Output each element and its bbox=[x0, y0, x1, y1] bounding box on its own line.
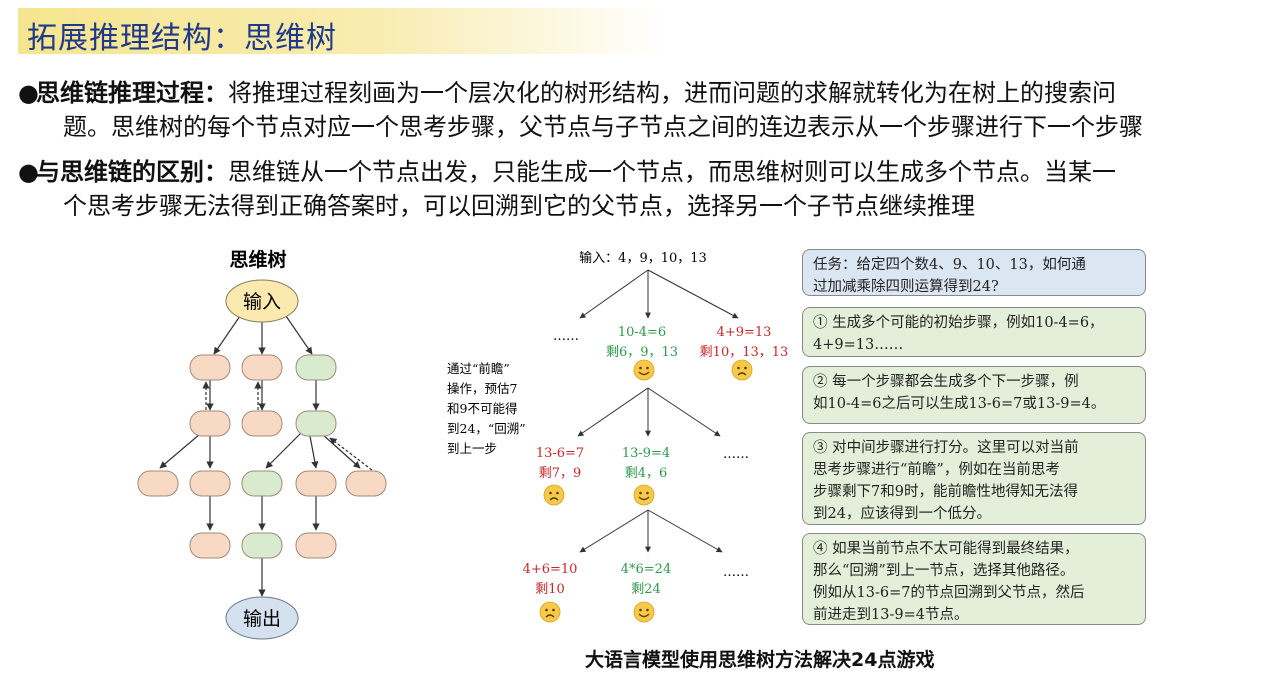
input-node-label: 输入 bbox=[243, 291, 281, 313]
bullet-dot-icon: ● bbox=[18, 79, 39, 107]
output-node bbox=[225, 596, 299, 640]
bullet-label: 与思维链的区别： bbox=[36, 158, 228, 186]
svg-text:到24，“回溯”: 到24，“回溯” bbox=[447, 421, 526, 436]
tree-node bbox=[295, 470, 337, 497]
sad-face-icon bbox=[543, 484, 565, 506]
tree-node bbox=[241, 532, 283, 559]
output-node-label: 输出 bbox=[243, 608, 281, 630]
tree-node bbox=[189, 532, 231, 559]
tree-node bbox=[295, 532, 337, 559]
step-panel-1: ① 生成多个可能的初始步骤，例如10-4=6， 4+9=13…… bbox=[802, 307, 1146, 357]
game-node-remain: 剩24 bbox=[631, 582, 661, 597]
tree-title: 思维树 bbox=[229, 248, 286, 271]
game-node-ellipsis: …… bbox=[723, 447, 749, 462]
game-node-ellipsis: …… bbox=[723, 565, 749, 580]
game-node-remain: 剩4，6 bbox=[625, 466, 668, 481]
tree-node bbox=[189, 410, 231, 437]
smile-face-icon bbox=[633, 359, 655, 381]
tree-node bbox=[189, 470, 231, 497]
tree-node bbox=[241, 354, 283, 381]
sad-face-icon bbox=[539, 601, 561, 623]
game-node-expr: 4*6=24 bbox=[621, 562, 671, 577]
bullet-text: 将推理过程刻画为一个层次化的树形结构，进而问题的求解就转化为在树上的搜索问 bbox=[228, 79, 1116, 107]
game-node-remain: 剩10 bbox=[535, 582, 565, 597]
step-panel-3: ③ 对中间步骤进行打分。这里可以对当前 思考步骤进行“前瞻”，例如在当前思考 步… bbox=[802, 432, 1146, 525]
tree-node bbox=[241, 470, 283, 497]
game24-search-tree: 输入：4，9，10，13 …… 10-4=6 剩6，9，13 4+9=13 剩1… bbox=[447, 250, 789, 623]
game-node-expr: 13-9=4 bbox=[622, 446, 670, 461]
page-title: 拓展推理结构：思维树 bbox=[27, 21, 337, 56]
tree-node bbox=[345, 470, 387, 497]
game-node-remain: 剩6，9，13 bbox=[606, 345, 678, 360]
smile-face-icon bbox=[633, 484, 655, 506]
svg-text:和9不可能得: 和9不可能得 bbox=[447, 401, 517, 416]
backtrack-edges bbox=[202, 381, 373, 471]
tree-node bbox=[137, 470, 179, 497]
sad-face-icon bbox=[731, 359, 753, 381]
smile-face-icon bbox=[633, 601, 655, 623]
svg-text:到上一步: 到上一步 bbox=[447, 441, 497, 456]
game-root-input: 输入：4，9，10，13 bbox=[579, 250, 707, 266]
game-tree-edges bbox=[577, 269, 739, 553]
bullet-label: 思维链推理过程： bbox=[36, 79, 228, 107]
tree-nodes bbox=[137, 354, 387, 559]
game-node-expr: 4+6=10 bbox=[523, 562, 578, 577]
game-node-ellipsis: …… bbox=[553, 329, 579, 344]
svg-text:操作，预估7: 操作，预估7 bbox=[447, 381, 518, 396]
game-node-remain: 剩10，13，13 bbox=[700, 345, 789, 360]
tree-edges bbox=[159, 315, 361, 597]
game-node-remain: 剩7，9 bbox=[539, 466, 582, 481]
tree-node bbox=[241, 410, 283, 437]
step-panel-2: ② 每一个步骤都会生成多个下一步骤，例 如10-4=6之后可以生成13-6=7或… bbox=[802, 366, 1146, 424]
svg-text:通过“前瞻”: 通过“前瞻” bbox=[447, 361, 510, 376]
title-highlight bbox=[18, 8, 668, 54]
bullet-dot-icon: ● bbox=[18, 158, 39, 186]
tree-node bbox=[295, 410, 337, 437]
tree-of-thought-diagram: 思维树 输入 输出 bbox=[137, 248, 387, 640]
game-node-expr: 13-6=7 bbox=[536, 446, 584, 461]
bullet-text-continued: 个思考步骤无法得到正确答案时，可以回溯到它的父节点，选择另一个子节点继续推理 bbox=[63, 192, 975, 220]
game-node-expr: 4+9=13 bbox=[717, 325, 772, 340]
input-node bbox=[225, 279, 299, 323]
tree-node bbox=[295, 354, 337, 381]
figure-caption: 大语言模型使用思维树方法解决24点游戏 bbox=[585, 649, 935, 671]
step-panel-4: ④ 如果当前节点不太可能得到最终结果， 那么“回溯”到上一节点，选择其他路径。 … bbox=[802, 533, 1146, 625]
bullet-text: 思维链从一个节点出发，只能生成一个节点，而思维树则可以生成多个节点。当某一 bbox=[228, 158, 1116, 186]
bullet-text-continued: 题。思维树的每个节点对应一个思考步骤，父节点与子节点之间的连边表示从一个步骤进行… bbox=[63, 113, 1143, 141]
game-node-expr: 10-4=6 bbox=[618, 325, 666, 340]
task-panel: 任务：给定四个数4、9、10、13，如何通 过加减乘除四则运算得到24? bbox=[802, 249, 1146, 296]
lookahead-note: 通过“前瞻” 操作，预估7 和9不可能得 到24，“回溯” 到上一步 bbox=[447, 361, 526, 456]
tree-node bbox=[189, 354, 231, 381]
